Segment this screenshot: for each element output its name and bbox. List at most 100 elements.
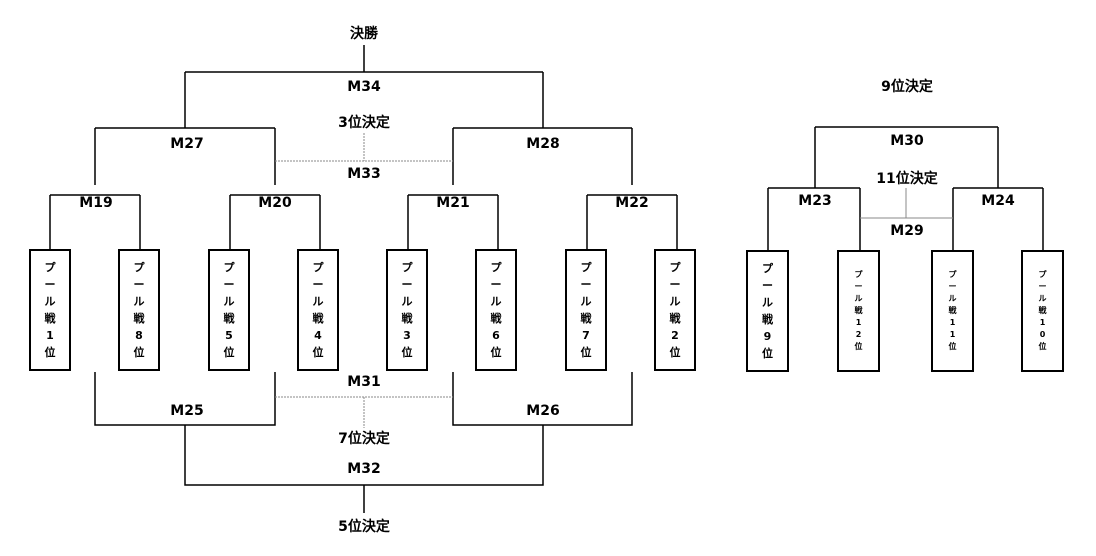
- team-label-char: 位: [854, 342, 863, 351]
- team-label-char: プ: [762, 262, 773, 275]
- team-label-char: 6: [492, 329, 500, 342]
- team-label-char: ー: [762, 279, 773, 292]
- team-label-char: ー: [401, 278, 413, 291]
- team-label-char: 戦: [948, 306, 957, 315]
- team-label-char: 2: [855, 330, 862, 339]
- team-label-char: ル: [762, 296, 773, 309]
- team-label-char: 3: [403, 329, 411, 342]
- team-label-char: ル: [312, 295, 324, 308]
- team-label-char: ー: [1038, 282, 1047, 291]
- match-label-m32: M32: [347, 461, 381, 477]
- team-label-char: 戦: [490, 312, 502, 325]
- team-label-char: ル: [1038, 294, 1047, 303]
- team-label-char: 戦: [44, 312, 56, 325]
- match-label-m31: M31: [347, 374, 381, 390]
- team-label-char: 戦: [133, 312, 145, 325]
- team-label-char: 位: [490, 346, 502, 359]
- team-label-char: ー: [580, 278, 592, 291]
- team-label-char: 1: [46, 329, 54, 342]
- team-label-char: プ: [580, 261, 592, 274]
- team-label-char: ル: [948, 294, 957, 303]
- team-label-char: 1: [949, 330, 956, 339]
- team-label-char: ル: [669, 295, 681, 308]
- team-label-char: 7: [582, 329, 590, 342]
- team-label-char: ル: [490, 295, 502, 308]
- team-label-char: 戦: [669, 312, 681, 325]
- team-label-char: ル: [133, 295, 145, 308]
- match-label-m33: M33: [347, 166, 381, 182]
- seventh-place-label: 7位決定: [338, 431, 390, 447]
- team-label-char: 8: [135, 329, 143, 342]
- match-label-m34: M34: [347, 79, 381, 95]
- team-label-char: ー: [133, 278, 145, 291]
- team-label-char: 位: [44, 346, 56, 359]
- team-label-char: ー: [44, 278, 56, 291]
- team-label-char: 位: [223, 346, 235, 359]
- team-label-char: ー: [223, 278, 235, 291]
- match-label-m29: M29: [890, 223, 924, 239]
- team-label-char: ル: [401, 295, 413, 308]
- team-label-char: 位: [669, 346, 681, 359]
- match-label-m22: M22: [615, 195, 649, 211]
- team-label-char: ー: [312, 278, 324, 291]
- team-label-char: ー: [669, 278, 681, 291]
- team-label-char: ル: [580, 295, 592, 308]
- team-label-char: プ: [490, 261, 502, 274]
- team-label-char: ー: [854, 282, 863, 291]
- third-place-label: 3位決定: [338, 115, 390, 131]
- team-label-char: ル: [854, 294, 863, 303]
- match-label-m24: M24: [981, 193, 1015, 209]
- team-label-char: ー: [948, 282, 957, 291]
- match-label-m28: M28: [526, 136, 560, 152]
- team-label-char: ー: [490, 278, 502, 291]
- match-label-m21: M21: [436, 195, 470, 211]
- team-label-char: 位: [948, 342, 957, 351]
- team-label-char: 戦: [762, 313, 773, 326]
- team-label-char: 位: [580, 346, 592, 359]
- match-label-m19: M19: [79, 195, 113, 211]
- team-label-char: プ: [669, 261, 681, 274]
- team-box-pool-6: プール戦 6 位: [475, 249, 517, 371]
- team-label-char: 2: [671, 329, 679, 342]
- team-box-pool-5: プール戦 5 位: [208, 249, 250, 371]
- team-box-pool-4: プール戦 4 位: [297, 249, 339, 371]
- team-label-char: プ: [44, 261, 56, 274]
- team-label-char: 位: [312, 346, 324, 359]
- team-label-char: プ: [1038, 270, 1047, 279]
- team-label-char: 戦: [1038, 306, 1047, 315]
- team-label-char: 戦: [401, 312, 413, 325]
- match-label-m26: M26: [526, 403, 560, 419]
- team-label-char: 戦: [223, 312, 235, 325]
- team-box-pool-11: プール戦 1 1 位: [931, 250, 974, 372]
- team-label-char: 5: [225, 329, 233, 342]
- team-label-char: プ: [223, 261, 235, 274]
- ninth-place-label: 9位決定: [881, 79, 933, 95]
- team-label-char: 4: [314, 329, 322, 342]
- team-label-char: 位: [401, 346, 413, 359]
- match-label-m20: M20: [258, 195, 292, 211]
- team-box-pool-2: プール戦 2 位: [654, 249, 696, 371]
- team-label-char: ル: [44, 295, 56, 308]
- team-label-char: 1: [1039, 318, 1046, 327]
- team-label-char: 9: [763, 330, 772, 343]
- team-label-char: 戦: [312, 312, 324, 325]
- team-label-char: 1: [949, 318, 956, 327]
- team-label-char: プ: [312, 261, 324, 274]
- match-label-m30: M30: [890, 133, 924, 149]
- match-label-m27: M27: [170, 136, 204, 152]
- eleventh-place-label: 11位決定: [876, 171, 938, 187]
- final-label: 決勝: [350, 26, 378, 42]
- team-label-char: 0: [1039, 330, 1046, 339]
- team-box-pool-1: プール戦 1 位: [29, 249, 71, 371]
- team-label-char: ル: [223, 295, 235, 308]
- team-label-char: 1: [855, 318, 862, 327]
- match-label-m23: M23: [798, 193, 832, 209]
- team-label-char: プ: [948, 270, 957, 279]
